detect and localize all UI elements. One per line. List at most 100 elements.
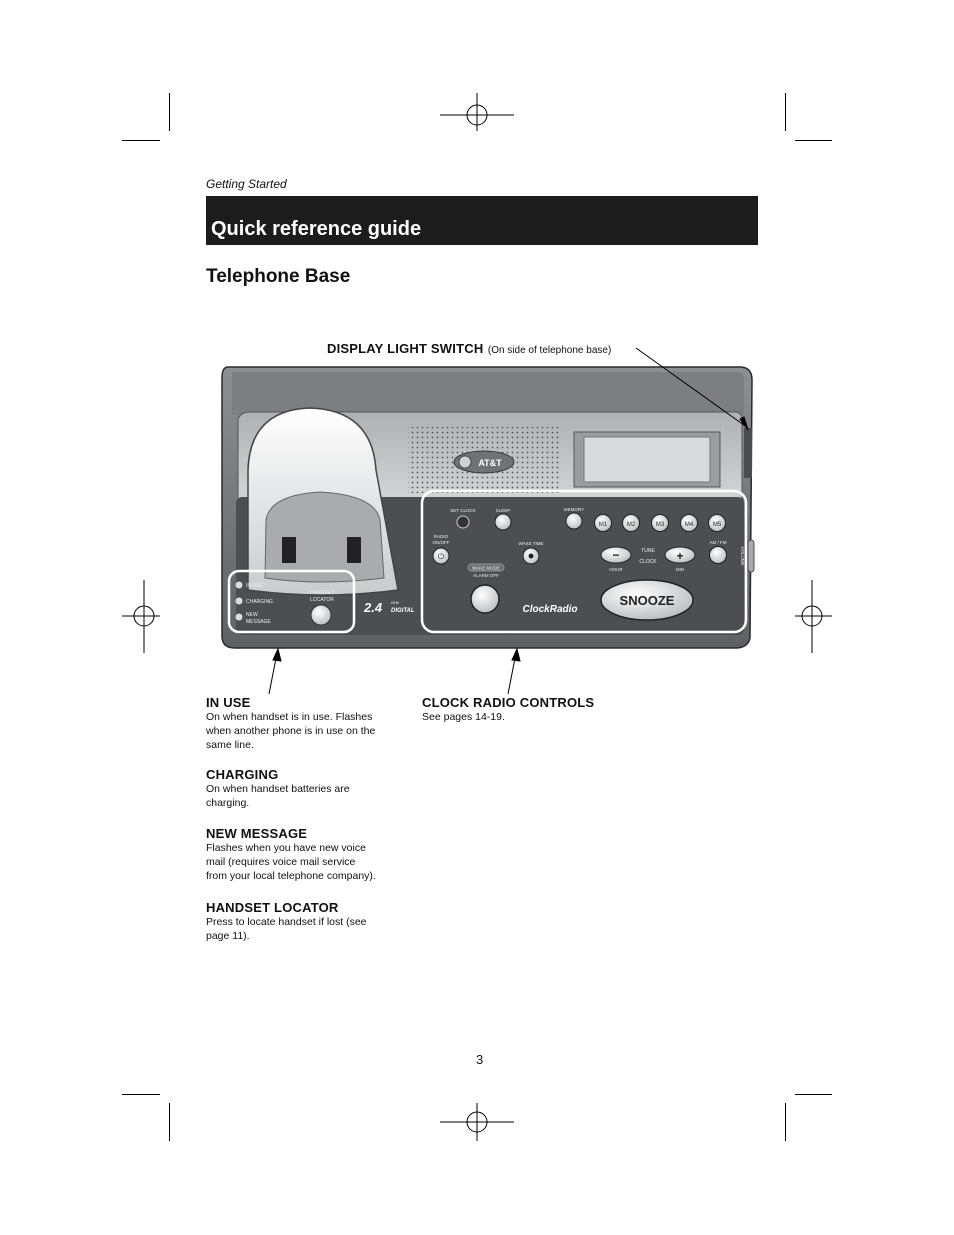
alarm-off-label: ALARM OFF [473, 573, 499, 578]
clock-radio-title: CLOCK RADIO CONTROLS [422, 695, 595, 710]
charging-line-2: charging. [206, 797, 250, 809]
att-logo-oval [453, 450, 515, 474]
charging-callout: CHARGING On when handset batteries are c… [206, 767, 386, 810]
handset-locator-line-1: Press to locate handset if lost (see [206, 916, 367, 928]
clock-radio-callout: CLOCK RADIO CONTROLS See pages 14-19. [422, 695, 642, 724]
handset-locator-title: HANDSET LOCATOR [206, 900, 339, 915]
set-clock-button [456, 515, 470, 529]
handset-locator-line-2: page 11). [206, 930, 250, 942]
preset-m4-label: M4 [685, 522, 694, 528]
new-message-label-2: MESSAGE [246, 619, 271, 625]
handset-locator-callout: HANDSET LOCATOR Press to locate handset … [206, 900, 386, 943]
new-message-callout: NEW MESSAGE Flashes when you have new vo… [206, 826, 386, 883]
preset-m5-button [708, 514, 726, 532]
charging-title: CHARGING [206, 767, 279, 782]
sleep-button [494, 513, 512, 531]
wake-mode-tag [467, 563, 505, 572]
in-use-title: IN USE [206, 695, 251, 710]
radio-label-1: RADIO [434, 534, 449, 539]
volume-label: VOLUME [740, 546, 745, 565]
handset-locator-label-1: HANDSET [310, 590, 334, 596]
am-fm-button [709, 546, 727, 564]
sleep-label: SLEEP [496, 508, 511, 513]
crop-mark-top-right-h [795, 140, 832, 141]
hour-minus-button [600, 546, 632, 564]
model-badge-ghz: GHz [391, 600, 399, 605]
charging-label: CHARGING [246, 599, 273, 605]
crop-mark-top-left-h [122, 140, 160, 141]
clock-radio-highlight [420, 489, 748, 634]
display-light-pointer [635, 347, 749, 429]
handset-locator-button [310, 604, 332, 626]
power-icon: ⏻ [438, 552, 445, 561]
new-message-line-3: from your local telephone company). [206, 870, 376, 882]
indicator-highlight [227, 569, 356, 634]
crop-mark-bottom-left-h [122, 1094, 160, 1095]
page-number: 3 [476, 1052, 484, 1067]
clock-label: CLOCK [639, 559, 657, 565]
wake-time-label: WAKE TIME [518, 541, 543, 546]
in-use-line-1: On when handset is in use. Flashes [206, 711, 373, 723]
new-message-title: NEW MESSAGE [206, 826, 308, 841]
wake-time-dot-icon [528, 553, 534, 559]
in-use-line-2: when another phone is in use on the [206, 725, 376, 737]
crop-mark-top-right-v [785, 93, 786, 131]
hour-label: HOUR [609, 567, 623, 572]
clock-radio-line-1: See pages 14-19. [422, 711, 505, 723]
att-logo-text: AT&T [478, 458, 502, 468]
new-message-line-2: mail (requires voice mail service [206, 856, 356, 868]
in-use-callout: IN USE On when handset is in use. Flashe… [206, 695, 386, 752]
radio-label-2: ON/OFF [433, 540, 450, 545]
memory-button [565, 512, 583, 530]
page-title: Quick reference guide [211, 218, 422, 240]
att-globe-icon [458, 455, 472, 469]
charging-line-1: On when handset batteries are [206, 783, 350, 795]
in-use-light [235, 581, 243, 589]
preset-m4-button [680, 514, 698, 532]
snooze-button [600, 579, 694, 621]
handset-locator-label-2: LOCATOR [310, 597, 334, 603]
lcd-display [583, 436, 711, 483]
crop-mark-bottom-right-v [785, 1103, 786, 1141]
preset-m3-button [651, 514, 669, 532]
set-clock-label: SET CLOCK [450, 508, 475, 513]
tune-label: TUNE [641, 548, 655, 554]
charge-contact-right [347, 537, 361, 563]
clock-radio-logo: ClockRadio [522, 604, 577, 615]
display-light-callout: DISPLAY LIGHT SWITCH (On side of telepho… [327, 340, 611, 358]
display-light-switch [744, 428, 752, 478]
section-label: Getting Started [206, 177, 287, 191]
charging-light [235, 597, 243, 605]
snooze-label: SNOOZE [620, 593, 675, 608]
base-top-inner [232, 372, 744, 415]
page-subtitle: Telephone Base [206, 266, 351, 287]
radio-power-button [432, 547, 450, 565]
am-fm-label: AM / FM [710, 540, 727, 545]
min-label: MIN [676, 567, 684, 572]
in-use-line-3: same line. [206, 739, 254, 751]
new-message-label-1: NEW [246, 612, 258, 618]
model-badge-number: 2.4 [363, 600, 383, 615]
preset-m5-label: M5 [713, 522, 722, 528]
memory-label: MEMORY [564, 507, 584, 512]
preset-m2-label: M2 [627, 522, 636, 528]
alarm-off-button [470, 584, 500, 614]
plus-icon: + [676, 549, 683, 563]
display-light-note: (On side of telephone base) [487, 345, 612, 356]
wake-mode-label: WAKE MODE [472, 566, 500, 571]
crop-mark-top-left-v [169, 93, 170, 131]
preset-m1-label: M1 [599, 522, 608, 528]
in-use-label: IN USE [246, 583, 263, 589]
new-message-light [235, 613, 243, 621]
min-plus-button [664, 546, 696, 564]
charge-contact-left [282, 537, 296, 563]
preset-m1-button [594, 514, 612, 532]
preset-m3-label: M3 [656, 522, 665, 528]
crop-mark-bottom-left-v [169, 1103, 170, 1141]
minus-icon: − [612, 548, 619, 562]
new-message-line-1: Flashes when you have new voice [206, 842, 366, 854]
model-badge-digital: DIGITAL [391, 608, 415, 614]
display-light-label: DISPLAY LIGHT SWITCH [327, 341, 484, 356]
